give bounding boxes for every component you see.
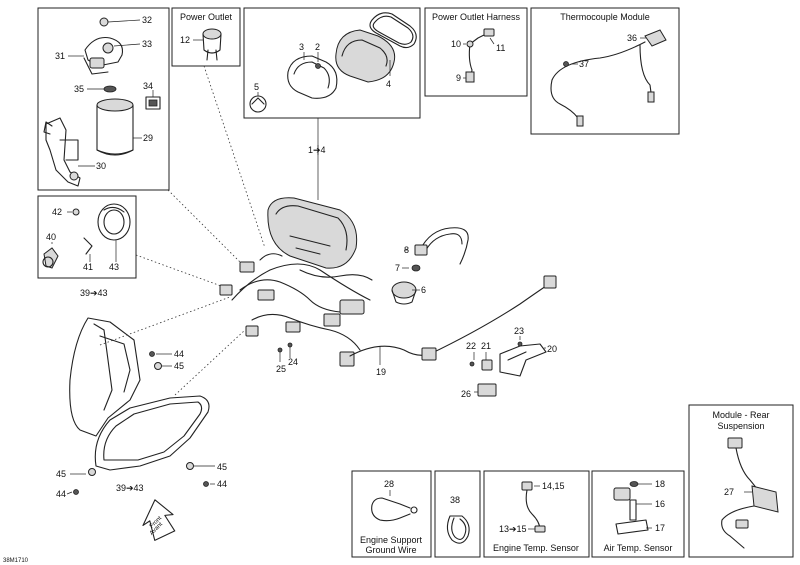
title-module-rear-2: Suspension xyxy=(717,421,764,431)
thermocouple-illustration: 37 36 xyxy=(550,29,667,127)
inset-box-engine-support xyxy=(351,470,432,558)
callout-34: 34 xyxy=(143,81,153,91)
callout-23: 23 xyxy=(514,326,524,336)
dotted-lead-bulb xyxy=(135,254,233,291)
title-power-outlet-harness: Power Outlet Harness xyxy=(432,12,521,22)
power-outlet-harness-illustration: 10 11 9 xyxy=(451,28,505,83)
cable-tie-38-illustration: 38 xyxy=(446,495,470,544)
callout-31: 31 xyxy=(55,51,65,61)
callout-41: 41 xyxy=(83,262,93,272)
callout-5: 5 xyxy=(254,82,259,92)
dotted-lead-box29 xyxy=(167,189,241,263)
callout-27: 27 xyxy=(724,487,734,497)
callout-45-c: 45 xyxy=(217,462,227,472)
callout-8: 8 xyxy=(404,245,409,255)
callout-40: 40 xyxy=(46,232,56,242)
callout-2: 2 xyxy=(315,42,320,52)
callout-1-4: 1➔4 xyxy=(308,145,326,155)
title-power-outlet: Power Outlet xyxy=(180,12,233,22)
callout-22: 22 xyxy=(466,341,476,351)
callout-26: 26 xyxy=(461,389,471,399)
dotted-lead-headlight-bottom xyxy=(174,329,246,396)
inset-box-power-outlet-harness xyxy=(424,7,528,97)
callout-11: 11 xyxy=(496,43,505,53)
bracket-20-26-illustration: 23 20 22 21 26 xyxy=(461,326,557,399)
figure-code: 38M1710 xyxy=(3,558,29,564)
title-engine-support-1: Engine Support xyxy=(360,535,423,545)
callout-14-15: 14,15 xyxy=(542,481,565,491)
title-thermocouple-module: Thermocouple Module xyxy=(560,12,650,22)
title-engine-temp-sensor: Engine Temp. Sensor xyxy=(493,543,579,553)
callout-9: 9 xyxy=(456,73,461,83)
callout-32: 32 xyxy=(142,15,152,25)
callout-44-b: 44 xyxy=(56,489,66,499)
inset-box-thermocouple xyxy=(530,7,680,135)
callout-38: 38 xyxy=(450,495,460,505)
air-temp-sensor-illustration: 18 16 17 xyxy=(613,479,665,535)
title-engine-support-2: Ground Wire xyxy=(365,545,416,555)
callout-36: 36 xyxy=(627,33,637,43)
callout-35: 35 xyxy=(74,84,84,94)
callout-12: 12 xyxy=(180,35,190,45)
callout-19: 19 xyxy=(376,367,386,377)
dotted-lead-headlight-top xyxy=(99,296,231,346)
callout-45-a: 45 xyxy=(174,361,184,371)
ignition-parts-illustration: 8 7 6 xyxy=(391,227,469,305)
headlight-assembly-illustration: 39➔43 44 45 45 44 39➔43 45 44 xyxy=(56,288,227,499)
callout-4: 4 xyxy=(386,79,391,89)
inset-box-38 xyxy=(434,470,481,558)
callout-30: 30 xyxy=(96,161,106,171)
callout-39-43-top: 39➔43 xyxy=(80,288,108,298)
ground-wire-illustration: 28 xyxy=(371,479,418,522)
callout-39-43-bottom: 39➔43 xyxy=(116,483,144,493)
module-rear-illustration: 27 xyxy=(721,437,779,549)
callout-3: 3 xyxy=(299,42,304,52)
power-outlet-illustration: 12 xyxy=(180,28,222,61)
callout-28: 28 xyxy=(384,479,394,489)
callout-13-15: 13➔15 xyxy=(499,524,527,534)
gauge-illustration: 3 2 4 5 xyxy=(249,12,417,113)
callout-21: 21 xyxy=(481,341,491,351)
callouts-box-29-35: 32 33 31 34 35 29 30 xyxy=(55,15,154,171)
callout-44-c: 44 xyxy=(217,479,227,489)
callout-10: 10 xyxy=(451,39,461,49)
headlight-bulb-illustration: 42 40 41 43 xyxy=(42,203,131,272)
callout-45-b: 45 xyxy=(56,469,66,479)
callout-33: 33 xyxy=(142,39,152,49)
bracket-29-35-illustration xyxy=(43,17,161,187)
callout-29: 29 xyxy=(143,133,153,143)
inset-box-29-35 xyxy=(37,7,170,191)
callout-44-a: 44 xyxy=(174,349,184,359)
engine-temp-sensor-illustration: 14,15 13➔15 xyxy=(499,481,565,534)
callout-42: 42 xyxy=(52,207,62,217)
callout-25: 25 xyxy=(276,364,286,374)
inset-box-air-temp xyxy=(591,470,685,558)
callout-7: 7 xyxy=(395,263,400,273)
title-module-rear-1: Module - Rear xyxy=(712,410,769,420)
callout-17: 17 xyxy=(655,523,665,533)
callout-18: 18 xyxy=(655,479,665,489)
callout-24: 24 xyxy=(288,357,298,367)
callout-6: 6 xyxy=(421,285,426,295)
title-air-temp-sensor: Air Temp. Sensor xyxy=(604,543,673,553)
callout-37: 37 xyxy=(579,59,589,69)
callout-20: 20 xyxy=(547,344,557,354)
front-arrow-icon: Front Avant xyxy=(142,499,176,541)
inset-box-module-rear xyxy=(688,404,794,558)
callout-16: 16 xyxy=(655,499,665,509)
main-harness-illustration: 19 1➔4 24 25 xyxy=(219,145,557,377)
callout-43: 43 xyxy=(109,262,119,272)
inset-box-engine-temp xyxy=(483,470,590,558)
